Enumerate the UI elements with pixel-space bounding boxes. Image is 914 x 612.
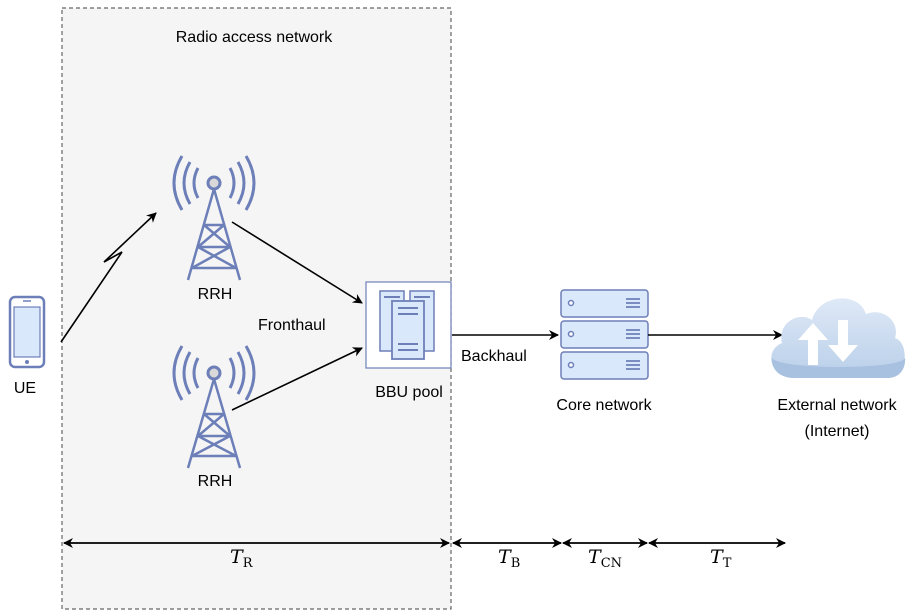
latency-ran-label: TR [230,546,254,571]
fronthaul-label: Fronthaul [258,317,326,334]
wireless-link-arrow [60,212,157,343]
backhaul-label: Backhaul [461,348,527,365]
rrh-top-antenna-icon [172,155,256,281]
core-network-label: Core network [556,397,652,414]
rrh-top-label: RRH [198,286,233,303]
fronthaul-arrow-top [231,221,363,304]
internet-cloud-icon [771,298,906,378]
rrh-bottom-antenna-icon [172,345,256,469]
fronthaul-arrow-bottom [231,347,363,411]
ue-label: UE [14,380,36,397]
rrh-bottom-label: RRH [198,473,233,490]
ran-label: Radio access network [176,29,334,46]
bbu-pool-icon [365,281,452,369]
bbu-label: BBU pool [375,384,443,401]
latency-core-label: TCN [588,546,622,571]
latency-backhaul-label: TB [498,546,520,571]
core-network-server-icon [560,289,649,380]
latency-transport-label: TT [710,546,732,571]
ue-phone-icon [8,295,46,369]
external-network-label: External network [777,397,897,414]
external-network-sublabel: (Internet) [805,423,870,440]
